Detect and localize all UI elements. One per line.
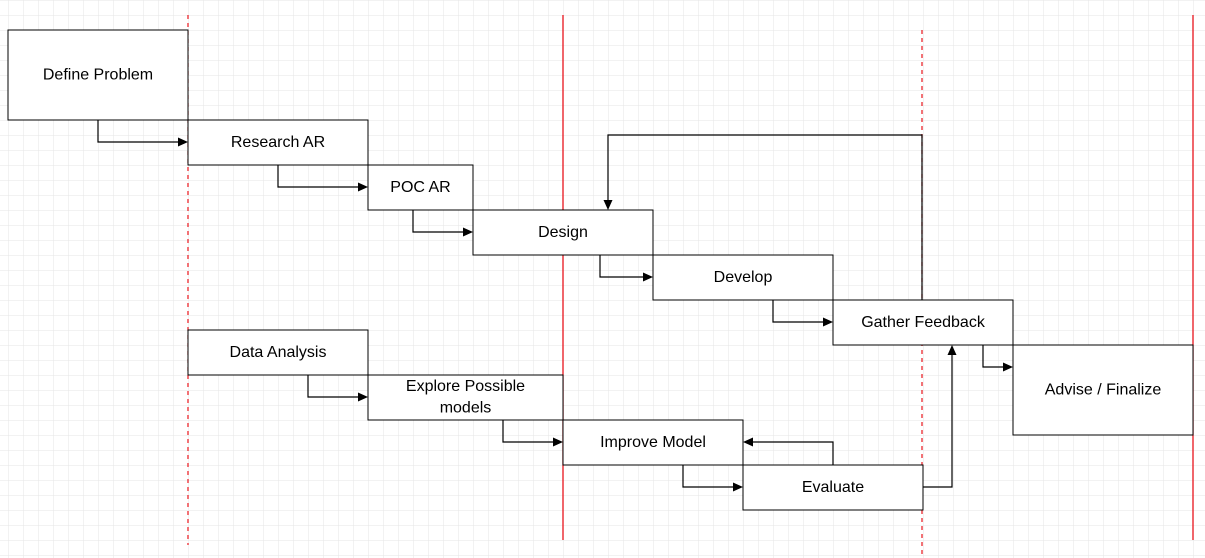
node-research-ar[interactable]: Research AR [187, 119, 369, 166]
connector-research-to-poc [277, 165, 360, 188]
node-advise-finalize[interactable]: Advise / Finalize [1012, 344, 1194, 436]
node-label-line2: models [440, 400, 492, 417]
arrowhead [823, 317, 833, 327]
connector-design-to-develop [599, 255, 645, 278]
arrowhead [463, 227, 473, 237]
node-develop[interactable]: Develop [652, 254, 834, 301]
node-label-line1: Explore Possible [406, 378, 525, 395]
node-explore-possible-models[interactable]: Explore Possible models [367, 374, 564, 421]
arrowhead [178, 137, 188, 147]
arrowhead [643, 272, 653, 282]
connector-evaluate-loop-to-improve [752, 441, 834, 465]
node-poc-ar[interactable]: POC AR [367, 164, 474, 211]
node-label: Advise / Finalize [1045, 382, 1162, 399]
node-data-analysis[interactable]: Data Analysis [187, 329, 369, 376]
connector-improve-to-evaluate [682, 465, 735, 488]
node-label: Gather Feedback [861, 314, 986, 331]
node-label: POC AR [390, 179, 450, 196]
connector-feedback-to-advise [982, 345, 1005, 368]
connector-develop-to-feedback [772, 300, 825, 323]
arrowhead [553, 437, 563, 447]
node-define-problem[interactable]: Define Problem [7, 29, 189, 121]
arrowhead [358, 182, 368, 192]
node-label: Develop [714, 269, 773, 286]
node-label: Evaluate [802, 479, 864, 496]
connector-feedback-loop-to-design [607, 134, 923, 300]
node-label: Data Analysis [230, 344, 327, 361]
arrowhead [947, 345, 957, 355]
arrowhead [358, 392, 368, 402]
arrowhead [1003, 362, 1013, 372]
node-label: Design [538, 224, 588, 241]
node-label: Research AR [231, 134, 325, 151]
connector-poc-to-design [412, 210, 465, 233]
connector-evaluate-to-feedback [922, 354, 953, 488]
connector-explore-to-improve [502, 420, 555, 443]
node-gather-feedback[interactable]: Gather Feedback [832, 299, 1014, 346]
node-evaluate[interactable]: Evaluate [742, 464, 924, 511]
connector-define-to-research [97, 120, 180, 143]
arrowhead [733, 482, 743, 492]
arrowhead [743, 437, 753, 447]
node-improve-model[interactable]: Improve Model [562, 419, 744, 466]
node-label: Improve Model [600, 434, 706, 451]
node-label: Define Problem [43, 67, 153, 84]
arrowhead [603, 200, 613, 210]
node-design[interactable]: Design [472, 209, 654, 256]
connector-data-to-explore [307, 375, 360, 398]
